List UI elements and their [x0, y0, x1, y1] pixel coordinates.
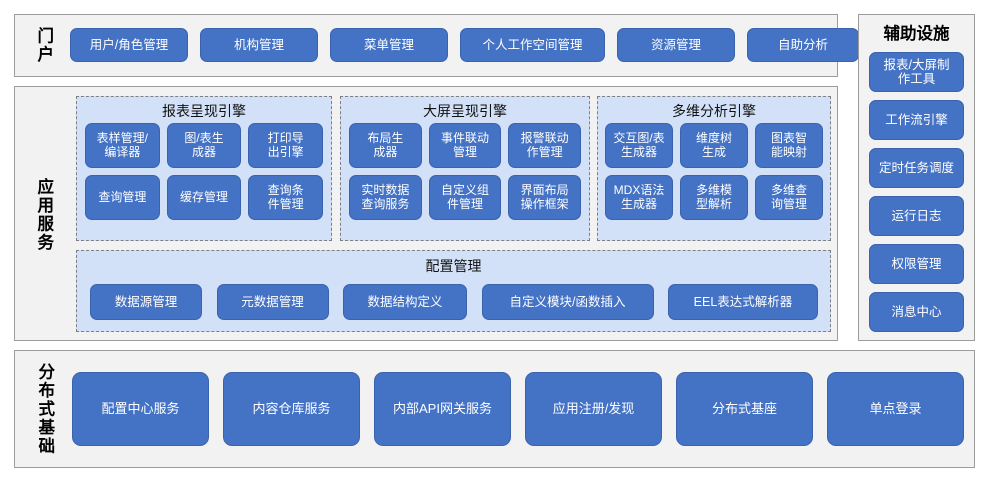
config-button-数据源管理[interactable]: 数据源管理 [90, 284, 202, 320]
olap-engine-button-mdx语法-生成器[interactable]: MDX语法 生成器 [605, 175, 673, 220]
report-engine-button-打印导-出引擎[interactable]: 打印导 出引擎 [248, 123, 323, 168]
portal-button-个人工作空间管理[interactable]: 个人工作空间管理 [460, 28, 605, 62]
distributed-button-应用注册-发现[interactable]: 应用注册/发现 [525, 372, 662, 446]
portal-section-label: 门户 [34, 26, 53, 64]
portal-button-菜单管理[interactable]: 菜单管理 [330, 28, 448, 62]
distributed-button-配置中心服务[interactable]: 配置中心服务 [72, 372, 209, 446]
distributed-button-分布式基座[interactable]: 分布式基座 [676, 372, 813, 446]
bigscreen-engine-button-报警联动-作管理[interactable]: 报警联动 作管理 [508, 123, 581, 168]
olap-engine-button-多维查-询管理[interactable]: 多维查 询管理 [755, 175, 823, 220]
portal-button-row: 用户/角色管理机构管理菜单管理个人工作空间管理资源管理自助分析 [70, 26, 859, 64]
report-engine-grid: 表样管理/ 编译器图/表生 成器打印导 出引擎查询管理缓存管理查询条 件管理 [85, 123, 323, 220]
auxiliary-button-运行日志[interactable]: 运行日志 [869, 196, 964, 236]
config-management-title: 配置管理 [425, 258, 482, 274]
olap-engine-button-交互图-表-生成器[interactable]: 交互图/表 生成器 [605, 123, 673, 168]
config-button-数据结构定义[interactable]: 数据结构定义 [343, 284, 467, 320]
auxiliary-button-定时任务调度[interactable]: 定时任务调度 [869, 148, 964, 188]
portal-button-用户-角色管理[interactable]: 用户/角色管理 [70, 28, 188, 62]
distributed-button-内容仓库服务[interactable]: 内容仓库服务 [223, 372, 360, 446]
distributed-section-label: 分布式基础 [35, 362, 54, 456]
portal-button-资源管理[interactable]: 资源管理 [617, 28, 735, 62]
olap-engine-button-维度树-生成[interactable]: 维度树 生成 [680, 123, 748, 168]
bigscreen-engine-title: 大屏呈现引擎 [423, 103, 507, 119]
distributed-button-单点登录[interactable]: 单点登录 [827, 372, 964, 446]
report-engine-button-查询管理[interactable]: 查询管理 [85, 175, 160, 220]
portal-button-自助分析[interactable]: 自助分析 [747, 28, 859, 62]
config-button-元数据管理[interactable]: 元数据管理 [216, 284, 329, 320]
bigscreen-engine-button-实时数据-查询服务[interactable]: 实时数据 查询服务 [349, 175, 422, 220]
report-engine-button-图-表生-成器[interactable]: 图/表生 成器 [166, 123, 242, 168]
bigscreen-engine-button-布局生-成器[interactable]: 布局生 成器 [349, 123, 422, 168]
report-engine-button-缓存管理[interactable]: 缓存管理 [166, 175, 242, 220]
auxiliary-button-工作流引擎[interactable]: 工作流引擎 [869, 100, 964, 140]
auxiliary-button-消息中心[interactable]: 消息中心 [869, 292, 964, 332]
config-button-eel表达式解析器[interactable]: EEL表达式解析器 [668, 284, 818, 320]
auxiliary-button-list: 报表/大屏制 作工具工作流引擎定时任务调度运行日志权限管理消息中心 [869, 52, 964, 332]
distributed-button-row: 配置中心服务内容仓库服务内部API网关服务应用注册/发现分布式基座单点登录 [72, 366, 964, 452]
olap-engine-button-图表智-能映射[interactable]: 图表智 能映射 [755, 123, 823, 168]
distributed-button-内部api网关服务[interactable]: 内部API网关服务 [374, 372, 511, 446]
bigscreen-engine-button-界面布局-操作框架[interactable]: 界面布局 操作框架 [508, 175, 581, 220]
app-services-section-label: 应用服务 [34, 178, 53, 252]
auxiliary-button-报表-大屏制-作工具[interactable]: 报表/大屏制 作工具 [869, 52, 964, 92]
report-engine-button-查询条-件管理[interactable]: 查询条 件管理 [248, 175, 323, 220]
olap-engine-grid: 交互图/表 生成器维度树 生成图表智 能映射 MDX语法 生成器多维模 型解析多维… [605, 123, 823, 220]
olap-engine-title: 多维分析引擎 [672, 103, 756, 119]
bigscreen-engine-button-自定义组-件管理[interactable]: 自定义组 件管理 [428, 175, 502, 220]
config-button-自定义模块-函数插入[interactable]: 自定义模块/函数插入 [481, 284, 654, 320]
portal-button-机构管理[interactable]: 机构管理 [200, 28, 318, 62]
config-management-row: 数据源管理元数据管理数据结构定义自定义模块/函数插入 EEL表达式解析器 [90, 283, 818, 321]
bigscreen-engine-button-事件联动-管理[interactable]: 事件联动 管理 [428, 123, 502, 168]
report-engine-title: 报表呈现引擎 [162, 103, 246, 119]
olap-engine-button-多维模-型解析[interactable]: 多维模 型解析 [680, 175, 748, 220]
auxiliary-button-权限管理[interactable]: 权限管理 [869, 244, 964, 284]
bigscreen-engine-grid: 布局生 成器事件联动 管理报警联动 作管理实时数据 查询服务自定义组 件管理界面… [349, 123, 581, 220]
auxiliary-section-title: 辅助设施 [883, 25, 950, 43]
report-engine-button-表样管理-编译器[interactable]: 表样管理/ 编译器 [85, 123, 160, 168]
